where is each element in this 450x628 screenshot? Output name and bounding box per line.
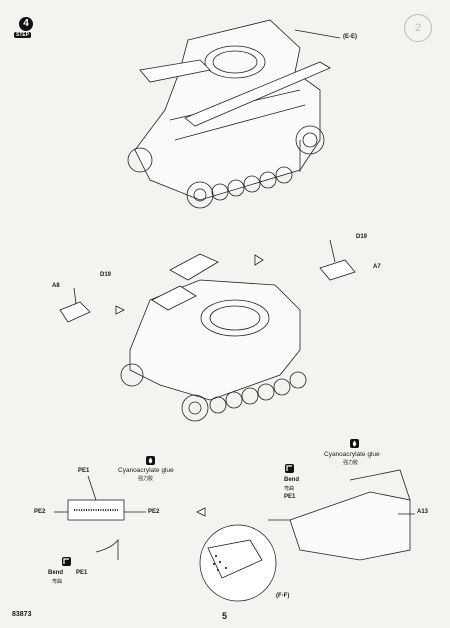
label-d19-top: D19: [356, 234, 368, 240]
label-pe2-right: PE2: [148, 509, 160, 515]
glue-icon-right: [350, 439, 359, 448]
label-d19-left: D19: [100, 272, 112, 278]
label-bend-right: Bend: [284, 477, 299, 483]
arrow-right-a7: [254, 254, 264, 266]
tank-hull-middle: [129, 279, 301, 401]
label-a8: A8: [52, 283, 60, 289]
glue-icon-left: [146, 456, 155, 465]
label-ee: (E-E): [343, 34, 357, 40]
product-code: 83873: [12, 611, 32, 618]
label-pe1-right: PE1: [284, 494, 296, 500]
label-a7: A7: [373, 264, 381, 270]
bend-icon-right: [285, 464, 294, 473]
label-glue-left: Cyanoacrylate glue: [118, 467, 174, 474]
label-bend-left-cn: 弯曲: [52, 579, 63, 585]
leader-d19-top: [329, 239, 336, 263]
panel-upper: [169, 253, 219, 281]
label-ff: (F-F): [276, 593, 290, 599]
fender-left-top: [139, 59, 211, 83]
part-a8: [59, 301, 91, 323]
label-bend-right-cn: 弯曲: [284, 486, 295, 492]
label-pe1-bottom: PE1: [76, 570, 88, 576]
corner-watermark: 2: [404, 14, 432, 42]
bend-wire: [95, 538, 119, 560]
bend-icon-left: [62, 557, 71, 566]
leader-ee: [294, 29, 341, 39]
arrow-left-detail: [196, 507, 206, 517]
step-number: 4: [19, 17, 33, 31]
label-bend-left: Bend: [48, 570, 63, 576]
fender-right-top: [184, 61, 331, 127]
leader-d19-left: [73, 287, 77, 305]
a13-frame: [289, 491, 411, 561]
detail-circle-ff: [199, 524, 277, 602]
step-word: STEP: [14, 32, 32, 38]
wheels-top: [127, 125, 325, 209]
page-number: 5: [222, 611, 228, 621]
arrow-right-a8: [115, 305, 125, 315]
label-pe2-left: PE2: [34, 509, 46, 515]
label-pe1-top: PE1: [78, 468, 90, 474]
label-glue-right: Cyanoacrylate glue: [324, 451, 380, 458]
panel-lower: [151, 285, 197, 311]
label-glue-right-cn: 强力胶: [343, 460, 359, 466]
wheels-middle: [120, 363, 307, 422]
step-badge: 4 STEP: [12, 14, 40, 42]
label-glue-left-cn: 强力胶: [138, 476, 154, 482]
label-a13: A13: [417, 509, 429, 515]
part-a7: [319, 259, 356, 281]
